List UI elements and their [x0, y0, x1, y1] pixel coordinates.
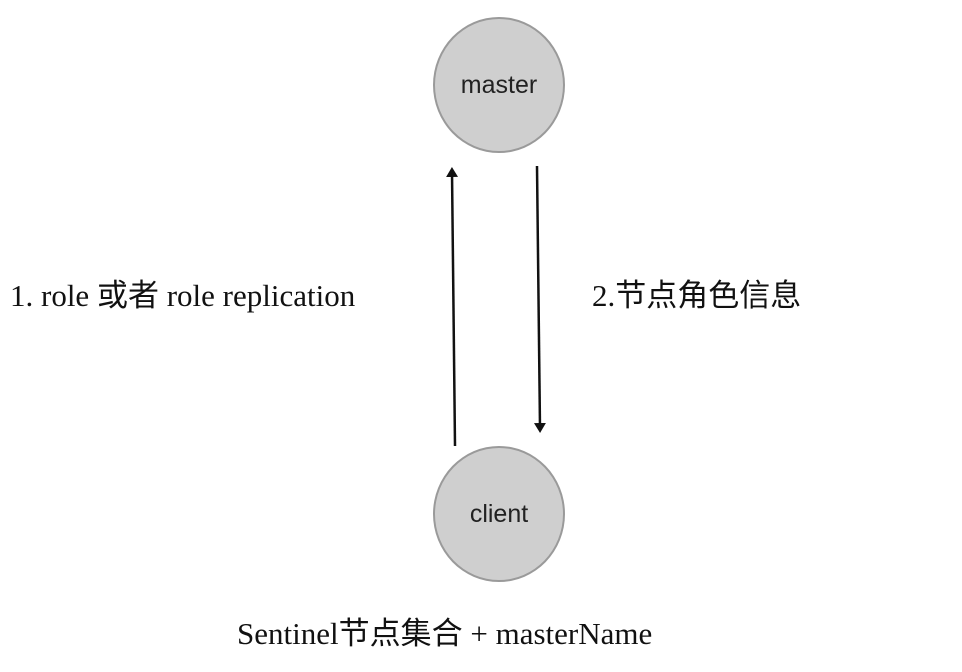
client-node-label: client [469, 499, 529, 528]
master-node-label: master [460, 70, 538, 99]
request-edge-label: 1. role 或者 role replication [10, 278, 356, 313]
arrow-client-to-master [446, 167, 459, 447]
client-caption: Sentinel节点集合 + masterName [237, 616, 653, 651]
arrow-master-to-client [533, 165, 546, 433]
master-node: master [433, 17, 565, 153]
client-node: client [433, 446, 565, 582]
response-edge-label: 2.节点角色信息 [592, 278, 802, 313]
